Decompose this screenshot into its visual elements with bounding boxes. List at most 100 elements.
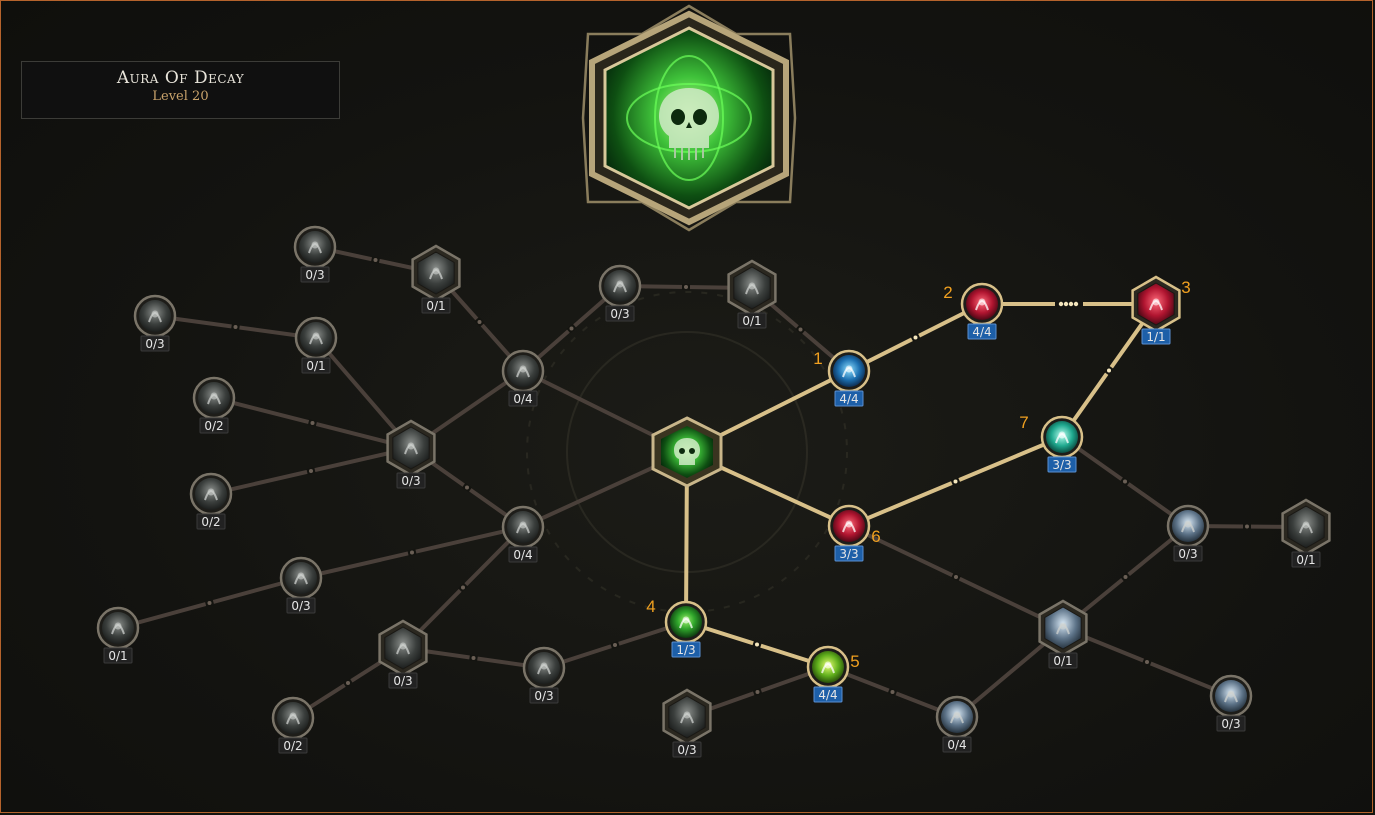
dark-skull-icon [1299,521,1313,534]
connection-dot [954,575,958,579]
node-order-number: 5 [850,652,859,671]
point-value: 4/4 [972,325,991,339]
point-value: 4/4 [818,688,837,702]
skull-icon [659,88,719,160]
point-value: 0/1 [742,314,761,328]
point-value: 0/3 [291,599,310,613]
point-badge [199,417,229,434]
skill-node-s5[interactable]: 4/4 [806,645,850,703]
skill-node-n12[interactable]: 0/3 [279,556,323,614]
skill-node-n22[interactable]: 0/1 [1281,498,1331,568]
beast-head-icon [404,442,418,455]
skill-nodes: 0/3 0/1 0/3 0/1 0/3 0/1 0/4 0/2 0/3 0/2 0/4 0/3 0/1 0… [96,225,1331,758]
connection-dot [233,325,238,329]
point-badge [103,647,133,664]
skill-node-n10[interactable]: 0/2 [189,472,233,530]
blood-sigil-icon [842,520,856,533]
skill-node-s7[interactable]: 3/3 [1040,415,1084,473]
connection-dot [465,485,469,490]
skill-node-n15[interactable]: 0/2 [271,696,315,754]
skill-node-n19[interactable]: 0/1 [1038,599,1088,669]
connection-dot [1058,301,1064,307]
skill-node-n06[interactable]: 0/1 [727,259,777,329]
toxic-splash-icon [821,661,835,674]
frost-burst-icon [950,711,964,724]
skill-node-n07[interactable]: 0/4 [501,349,545,407]
skill-node-n13[interactable]: 0/1 [96,606,140,664]
point-value: 0/3 [305,268,324,282]
skill-node-n02[interactable]: 0/1 [411,244,461,314]
skill-node-n03[interactable]: 0/3 [133,294,177,352]
point-value: 0/4 [513,548,532,562]
point-badge [834,545,864,562]
point-value: 0/1 [1053,654,1072,668]
skill-node-s1[interactable]: 4/4 [827,349,871,407]
connection-dot [890,690,895,694]
point-value: 1/3 [676,643,695,657]
point-badge [813,686,843,703]
connection-dot [913,335,918,340]
point-value: 0/3 [401,474,420,488]
skill-node-s4[interactable]: 1/3 [664,600,708,658]
point-badge [421,297,451,314]
connection-dot [373,258,378,262]
skull-crossbones-icon [537,662,551,675]
center-hub-node[interactable] [651,416,723,488]
connection-dot [1245,524,1249,529]
connection-dot [1123,575,1128,579]
node-order-number: 2 [943,283,952,302]
void-eye-icon [148,310,162,323]
hooded-figure-icon [308,241,322,254]
connection-dot [461,585,465,590]
point-badge [508,546,538,563]
node-order-number: 1 [813,349,822,368]
point-value: 4/4 [839,392,858,406]
point-badge [388,672,418,689]
connection-dot [1063,301,1069,307]
point-value: 0/3 [677,743,696,757]
triple-skull-icon [207,392,221,405]
skill-node-n04[interactable]: 0/1 [294,316,338,374]
connection-dot [755,690,760,694]
skill-node-n16[interactable]: 0/3 [522,646,566,704]
point-value: 0/1 [1296,553,1315,567]
point-badge [1291,551,1321,568]
poison-pool-icon [679,616,693,629]
claw-slash-icon [745,282,759,295]
skill-node-n21[interactable]: 0/3 [1166,504,1210,562]
point-value: 0/2 [201,515,220,529]
skill-node-s2[interactable]: 4/4 [960,282,1004,340]
infection-wolf-icon [842,365,856,378]
skill-node-n17[interactable]: 0/3 [662,688,712,758]
point-badge [286,597,316,614]
skill-node-n05[interactable]: 0/3 [598,264,642,322]
skill-node-n09[interactable]: 0/3 [386,419,436,489]
skill-node-n14[interactable]: 0/3 [378,619,428,689]
connection-dot [569,326,574,331]
point-badge [508,390,538,407]
connection-dot [1068,301,1074,307]
point-value: 0/1 [306,359,325,373]
node-order-number: 4 [646,597,655,616]
skill-node-n01[interactable]: 0/3 [293,225,337,283]
skill-node-s6[interactable]: 3/3 [827,504,871,562]
point-value: 0/4 [513,392,532,406]
skill-node-n08[interactable]: 0/2 [192,376,236,434]
skill-node-n20[interactable]: 0/3 [1209,674,1253,732]
skill-level: Level 20 [152,89,209,104]
skill-node-n11[interactable]: 0/4 [501,505,545,563]
point-badge [278,737,308,754]
point-badge [1141,328,1171,345]
connection-dot [613,643,617,647]
crimson-skull-icon [1149,298,1163,311]
point-value: 0/3 [393,674,412,688]
connection-dot [207,601,212,605]
droplet-icon [613,280,627,293]
point-value: 0/4 [947,738,966,752]
skill-node-s3[interactable]: 1/1 [1131,275,1181,345]
skill-node-n18[interactable]: 0/4 [935,695,979,753]
point-badge [140,335,170,352]
connection-dot [346,681,350,685]
connection-dot [310,421,315,425]
